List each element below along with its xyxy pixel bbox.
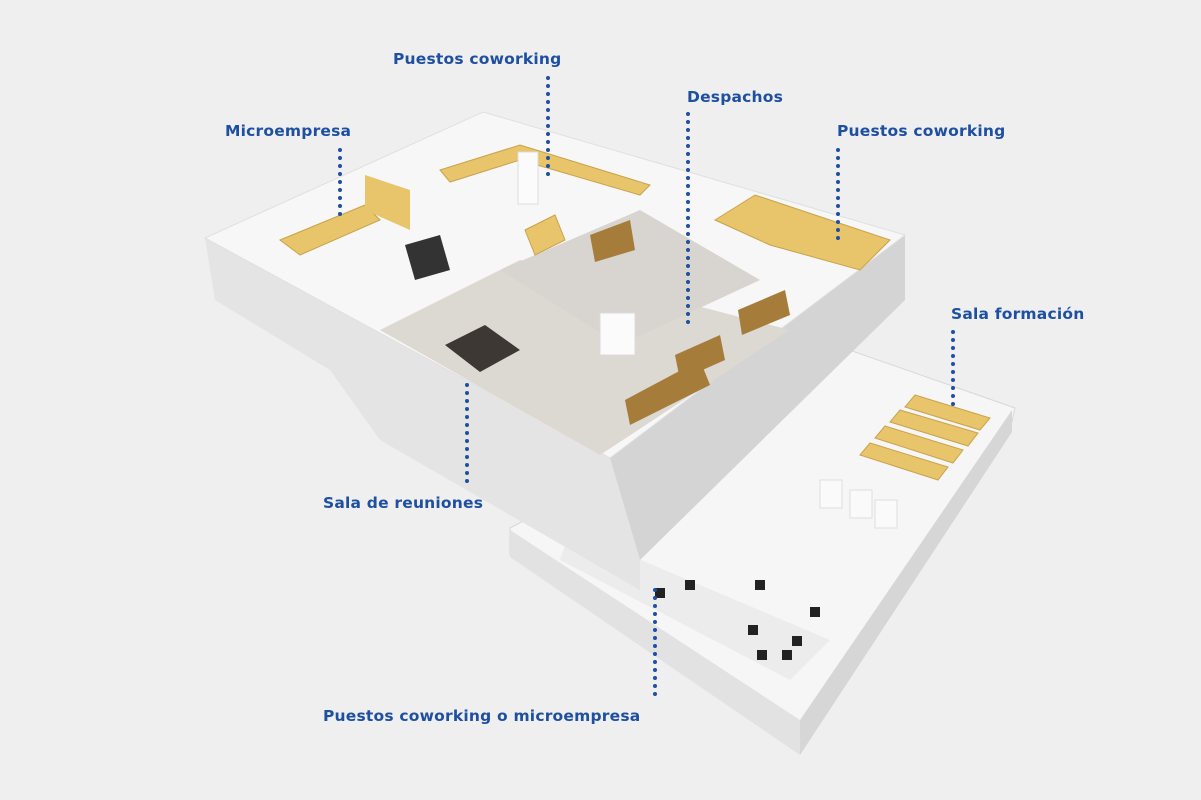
label-puestos-coworking-right: Puestos coworking [837, 122, 1006, 140]
leader-lines [338, 76, 955, 700]
lower-floor [509, 344, 1016, 755]
label-puestos-coworking-top: Puestos coworking [393, 50, 562, 68]
office-desks [590, 220, 790, 425]
label-sala-reuniones: Sala de reuniones [323, 494, 484, 512]
label-microempresa: Microempresa [225, 122, 352, 140]
label-sala-formacion: Sala formación [951, 305, 1085, 323]
label-despachos: Despachos [687, 88, 784, 106]
training-tables [859, 394, 991, 481]
coworking-desks [278, 144, 891, 271]
main-floor [203, 111, 907, 590]
label-puestos-coworking-microempresa: Puestos coworking o microempresa [323, 707, 641, 725]
